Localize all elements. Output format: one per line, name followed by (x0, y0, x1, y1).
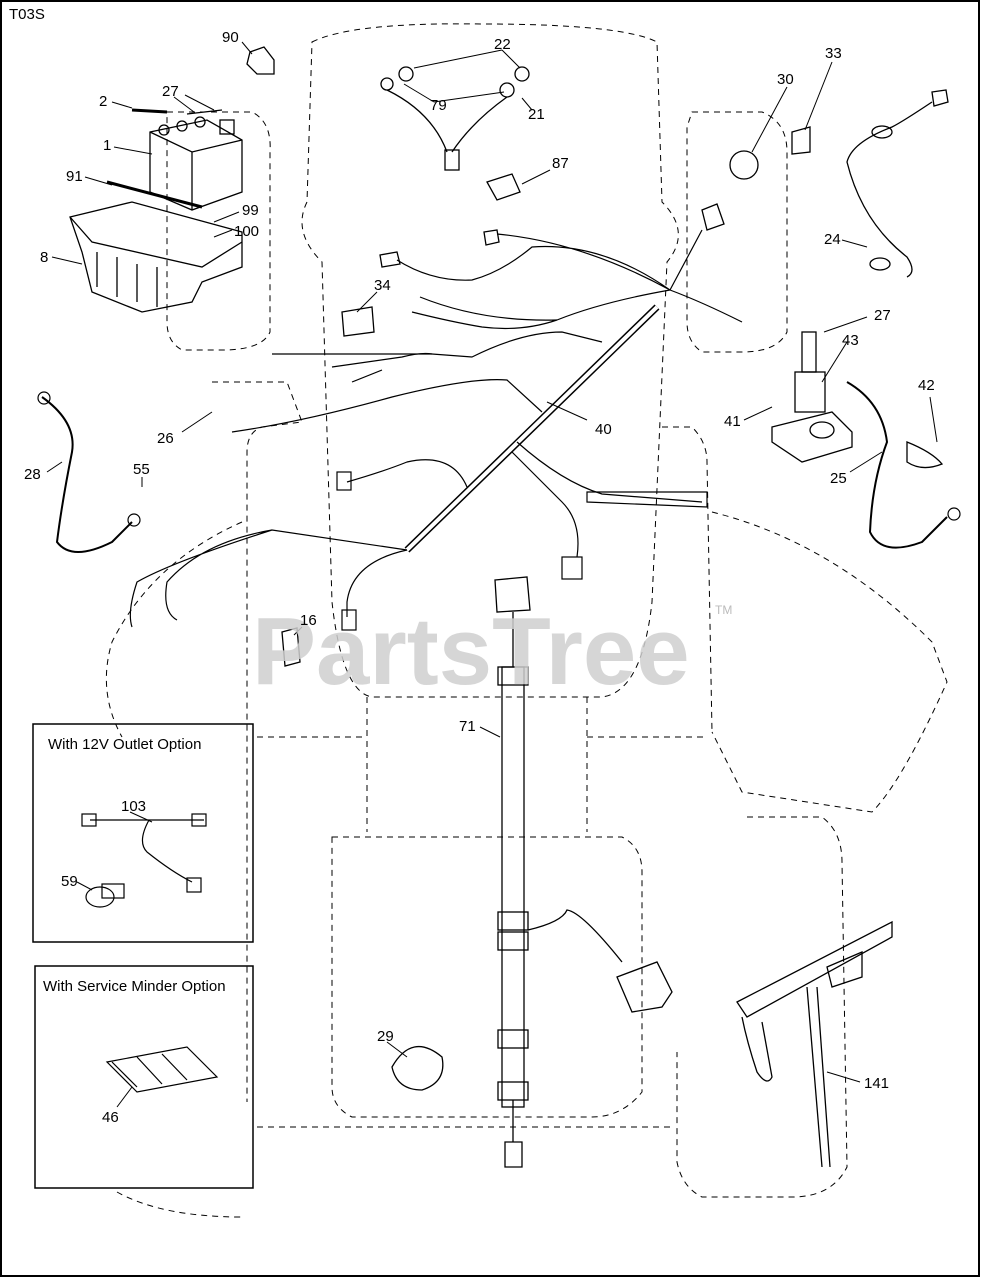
diagram-code: T03S (9, 6, 45, 23)
solenoid (771, 331, 944, 469)
callout-141: 141 (864, 1075, 889, 1092)
harness-71 (391, 576, 673, 1168)
callout-labels: 90 22 33 27 2 79 21 30 1 87 91 99 100 8 … (24, 29, 935, 1126)
wiring-harness (129, 229, 743, 631)
inset-parts (81, 813, 219, 1093)
callout-25: 25 (830, 470, 847, 487)
callout-34: 34 (374, 277, 391, 294)
callout-40: 40 (595, 421, 612, 438)
callout-79: 79 (430, 97, 447, 114)
callout-16: 16 (300, 612, 317, 629)
inset-title-service-minder: With Service Minder Option (43, 978, 226, 995)
inset-title-outlet: With 12V Outlet Option (48, 736, 202, 753)
callout-91: 91 (66, 168, 83, 185)
callout-71: 71 (459, 718, 476, 735)
callout-26: 26 (157, 430, 174, 447)
upper-parts (246, 46, 949, 337)
callout-1: 1 (103, 137, 111, 154)
callout-29: 29 (377, 1028, 394, 1045)
callout-43: 43 (842, 332, 859, 349)
callout-33: 33 (825, 45, 842, 62)
callout-99: 99 (242, 202, 259, 219)
callout-28: 28 (24, 466, 41, 483)
callout-22: 22 (494, 36, 511, 53)
ground-cables (37, 381, 961, 553)
inset-boxes (32, 723, 254, 1189)
part-16 (281, 627, 301, 667)
callout-42: 42 (918, 377, 935, 394)
callout-8: 8 (40, 249, 48, 266)
callout-55: 55 (133, 461, 150, 478)
battery-assembly (69, 108, 243, 313)
callout-27: 27 (162, 83, 179, 100)
callout-87: 87 (552, 155, 569, 172)
callout-2: 2 (99, 93, 107, 110)
callout-21: 21 (528, 106, 545, 123)
callout-103: 103 (121, 798, 146, 815)
callout-100: 100 (234, 223, 259, 240)
callout-30: 30 (777, 71, 794, 88)
tractor-outline (105, 23, 948, 1218)
callout-90: 90 (222, 29, 239, 46)
callout-59: 59 (61, 873, 78, 890)
watermark-text: PartsTree (252, 598, 690, 705)
callout-41: 41 (724, 413, 741, 430)
callout-24: 24 (824, 231, 841, 248)
callout-27b: 27 (874, 307, 891, 324)
callout-46: 46 (102, 1109, 119, 1126)
watermark-tm: TM (715, 603, 732, 617)
lever-141 (736, 920, 893, 1168)
